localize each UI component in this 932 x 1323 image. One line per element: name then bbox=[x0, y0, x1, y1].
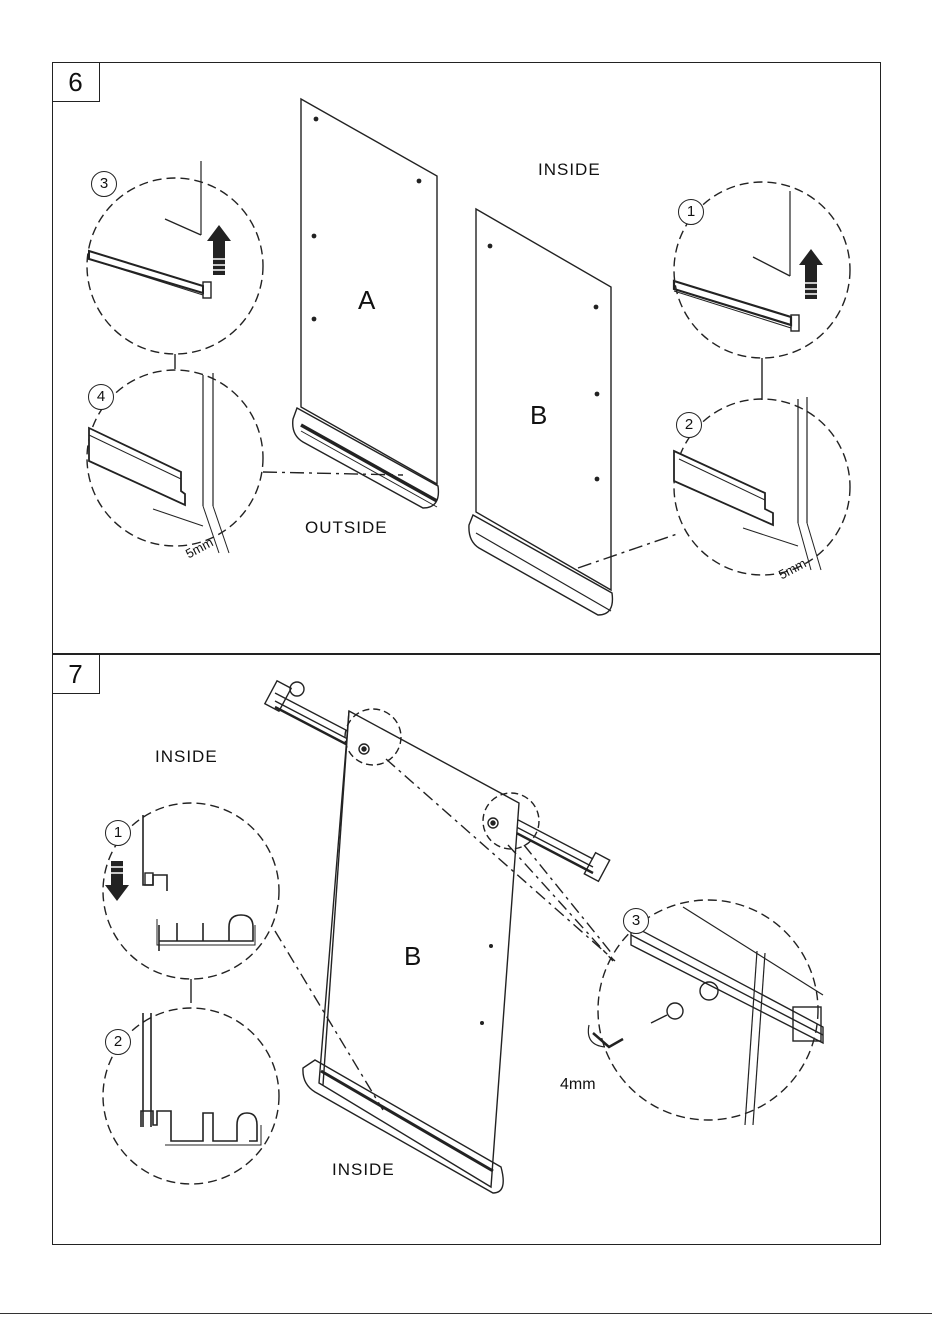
page-footer-line bbox=[0, 1313, 932, 1314]
allen-key-size: 4mm bbox=[560, 1076, 596, 1094]
panel-a-letter: A bbox=[358, 285, 375, 316]
step-7-drawing bbox=[53, 655, 882, 1246]
leader-line-detail-4 bbox=[263, 472, 403, 475]
detail-3-badge: 3 bbox=[623, 908, 649, 934]
panel-b-letter: B bbox=[404, 941, 421, 972]
step-6-number: 6 bbox=[52, 62, 100, 102]
label-inside-top: INSIDE bbox=[155, 747, 218, 767]
step-6-drawing bbox=[53, 63, 882, 655]
label-inside: INSIDE bbox=[538, 160, 601, 180]
detail-3-badge: 3 bbox=[91, 171, 117, 197]
label-inside-bottom: INSIDE bbox=[332, 1160, 395, 1180]
step-7-panel: 7 INSIDE INSIDE B 1 2 3 4mm bbox=[52, 654, 881, 1245]
detail-1-badge: 1 bbox=[678, 199, 704, 225]
panel-b-letter: B bbox=[530, 400, 547, 431]
step-6-panel: 6 INSIDE OUTSIDE A B 1 2 3 4 5mm 5mm bbox=[52, 62, 881, 654]
detail-2-circle bbox=[103, 1008, 279, 1184]
detail-1-badge: 1 bbox=[105, 820, 131, 846]
detail-3-circle bbox=[588, 900, 823, 1125]
step-7-number: 7 bbox=[52, 654, 100, 694]
detail-2-badge: 2 bbox=[105, 1029, 131, 1055]
detail-2-badge: 2 bbox=[676, 412, 702, 438]
detail-4-badge: 4 bbox=[88, 384, 114, 410]
label-outside: OUTSIDE bbox=[305, 518, 388, 538]
